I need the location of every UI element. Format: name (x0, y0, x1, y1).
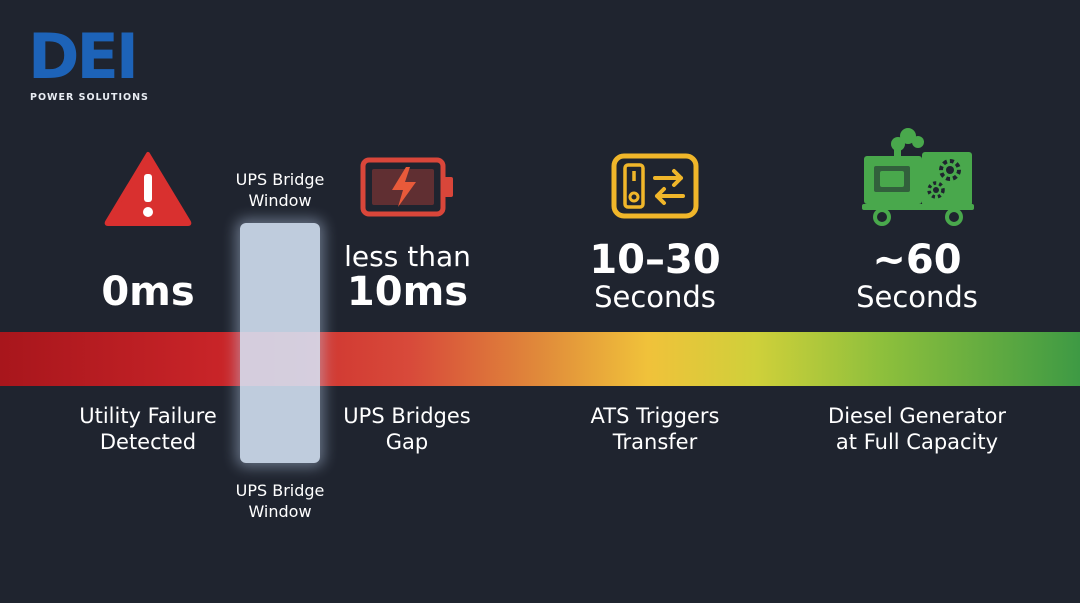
bridge-label-bottom: UPS Bridge Window (215, 480, 345, 522)
stage-2-caption: ATS Triggers Transfer (555, 403, 755, 455)
logo-tagline: POWER SOLUTIONS (30, 92, 149, 103)
stage-1-caption-line2: Gap (385, 430, 429, 454)
stage-3-unit: Seconds (856, 280, 978, 314)
stage-2-caption-line1: ATS Triggers (590, 404, 720, 428)
battery-charging-icon (360, 157, 456, 217)
stage-1-value: 10ms (346, 269, 469, 315)
timeline-bar (0, 332, 1080, 386)
stage-3-caption-line2: at Full Capacity (835, 430, 999, 454)
stage-2-value: 10–30 (589, 237, 721, 283)
bridge-label-top-line1: UPS Bridge (235, 170, 325, 189)
bridge-label-bottom-line2: Window (248, 502, 312, 521)
stage-3-value: ~60 (872, 237, 962, 283)
ups-bridge-window (240, 223, 320, 463)
stage-0-caption-line2: Detected (99, 430, 197, 454)
stage-3-caption: Diesel Generator at Full Capacity (802, 403, 1032, 455)
stage-2-caption-line2: Transfer (612, 430, 698, 454)
bridge-label-top: UPS Bridge Window (215, 169, 345, 211)
stage-0-caption-line1: Utility Failure (79, 404, 217, 428)
stage-1-value-prefix: less than (344, 240, 471, 273)
stage-1-caption: UPS Bridges Gap (307, 403, 507, 455)
stage-0-value: 0ms (101, 269, 195, 315)
diesel-generator-icon (860, 124, 975, 226)
bridge-label-bottom-line1: UPS Bridge (235, 481, 325, 500)
logo-mark: DEI (28, 20, 139, 93)
stage-0-caption: Utility Failure Detected (48, 403, 248, 455)
bridge-label-top-line2: Window (248, 191, 312, 210)
warning-triangle-icon (104, 150, 192, 226)
stage-3-caption-line1: Diesel Generator (828, 404, 1006, 428)
stage-1-caption-line1: UPS Bridges (343, 404, 471, 428)
transfer-switch-icon (611, 153, 699, 219)
stage-2-unit: Seconds (594, 280, 716, 314)
dei-logo: DEI POWER SOLUTIONS (28, 26, 158, 106)
